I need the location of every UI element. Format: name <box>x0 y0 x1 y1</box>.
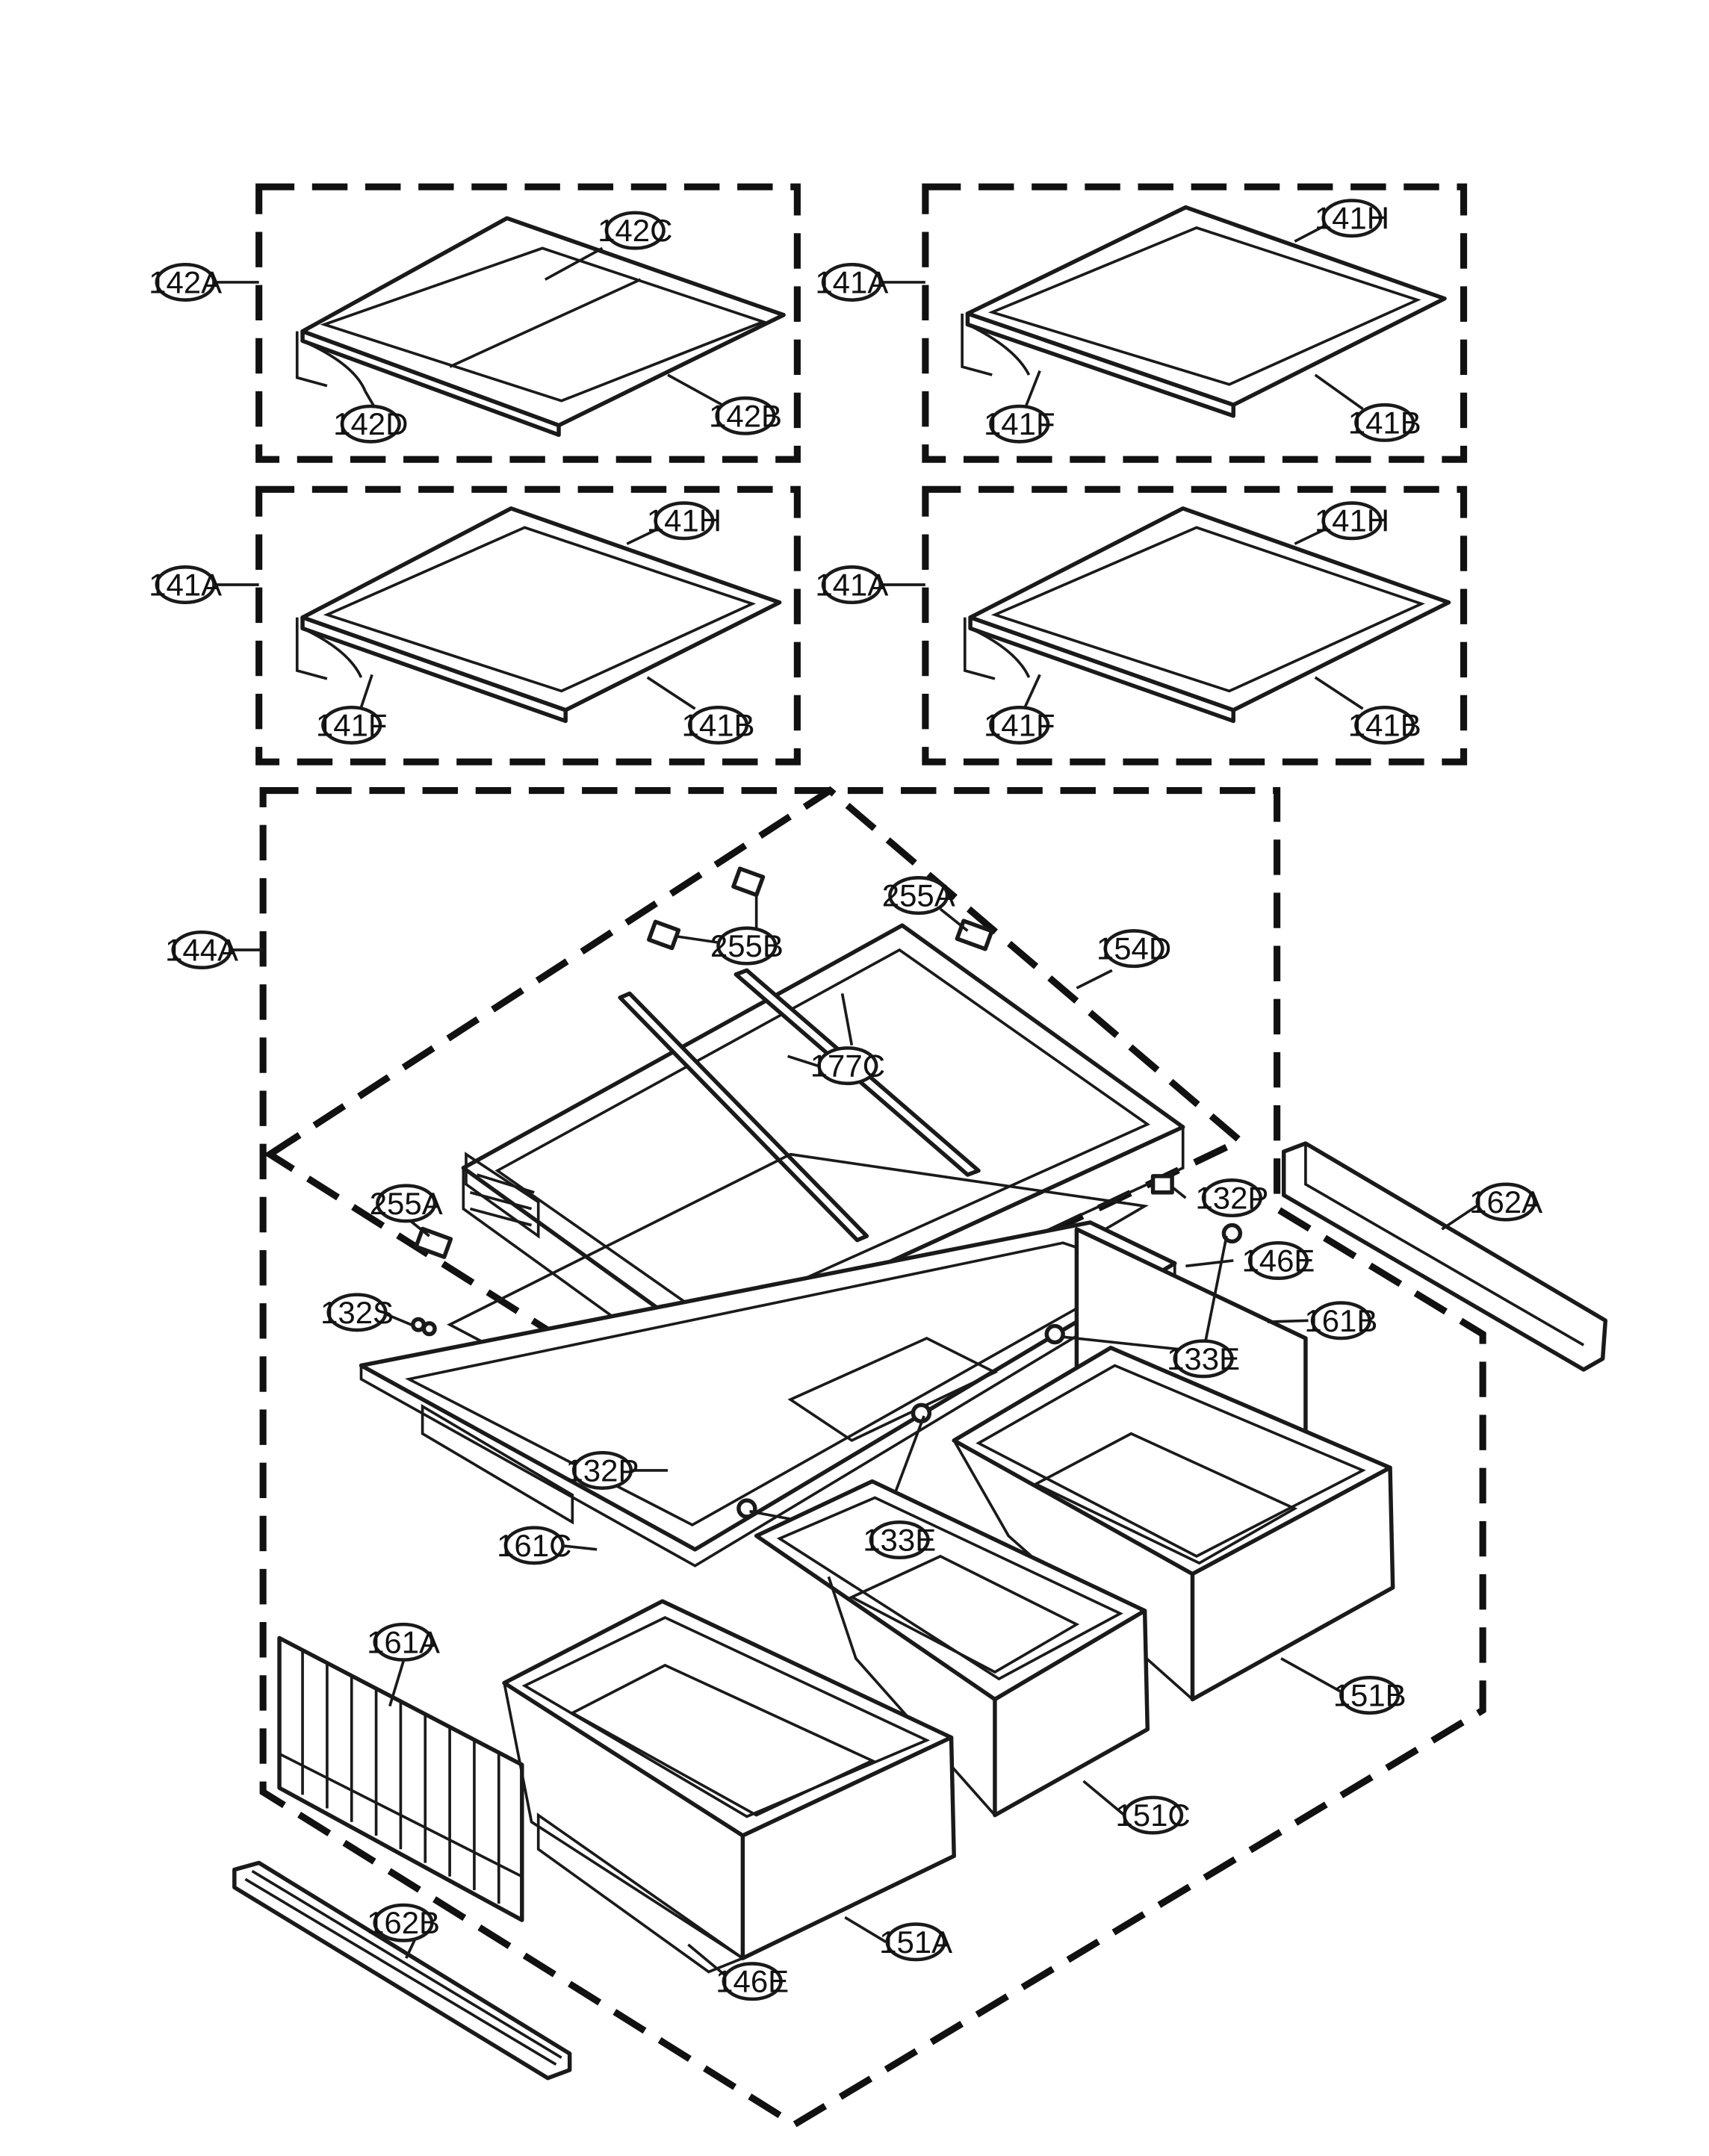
svg-text:141F: 141F <box>984 707 1055 742</box>
svg-text:151A: 151A <box>879 1924 952 1960</box>
callout-151a: 151A <box>879 1922 952 1962</box>
callout-162b: 162B <box>367 1903 440 1942</box>
callout-141f-3: 141F <box>984 705 1055 745</box>
callout-132s: 132S <box>320 1293 394 1332</box>
crisper-assembly-144a <box>232 786 1486 2129</box>
callout-133e-2: 133E <box>863 1520 936 1560</box>
callout-255a-1: 255A <box>882 876 955 916</box>
callout-142a: 142A <box>149 262 222 302</box>
callout-146e-2: 146E <box>716 1962 789 2001</box>
callout-141b-3: 141B <box>1348 705 1421 745</box>
callout-162a: 162A <box>1469 1182 1542 1222</box>
shelf-141a-group-middle-right <box>878 485 1468 765</box>
svg-text:255A: 255A <box>370 1186 443 1221</box>
svg-text:151B: 151B <box>1333 1678 1406 1713</box>
svg-text:255B: 255B <box>710 928 784 963</box>
callout-142d: 142D <box>333 404 408 444</box>
svg-text:162B: 162B <box>367 1905 440 1940</box>
callout-132p-1: 132P <box>1195 1178 1268 1218</box>
svg-text:141B: 141B <box>682 707 755 742</box>
callout-255a-2: 255A <box>370 1184 443 1223</box>
callout-labels: 142A 142C 142D 142B 141A 141H 141F 141B … <box>149 199 1542 2001</box>
callout-141b-2: 141B <box>682 705 755 745</box>
svg-text:142D: 142D <box>333 406 408 441</box>
callout-141h-1: 141H <box>1315 199 1389 238</box>
callout-141f-1: 141F <box>984 404 1055 444</box>
callout-146e-1: 146E <box>1241 1240 1315 1280</box>
svg-text:141A: 141A <box>815 568 888 603</box>
svg-text:141F: 141F <box>316 707 388 742</box>
svg-text:141B: 141B <box>1348 405 1421 440</box>
svg-text:141A: 141A <box>815 264 888 299</box>
callout-255b: 255B <box>710 926 784 966</box>
svg-text:142A: 142A <box>149 264 222 299</box>
callout-161a: 161A <box>367 1622 440 1662</box>
svg-text:133E: 133E <box>1167 1341 1240 1376</box>
svg-text:255A: 255A <box>882 878 955 913</box>
svg-text:141B: 141B <box>1348 707 1421 742</box>
rail-162b <box>232 1860 572 2081</box>
callout-141b-1: 141B <box>1348 403 1421 442</box>
svg-text:141A: 141A <box>149 568 222 603</box>
callout-141f-2: 141F <box>316 705 388 745</box>
svg-text:132S: 132S <box>320 1295 394 1330</box>
callout-132p-2: 132P <box>565 1450 639 1490</box>
svg-text:146E: 146E <box>716 1964 789 1999</box>
svg-text:141H: 141H <box>1315 201 1389 236</box>
callout-141a-3: 141A <box>815 565 888 605</box>
svg-text:161B: 161B <box>1304 1303 1377 1338</box>
callout-141h-2: 141H <box>647 501 722 541</box>
svg-text:141H: 141H <box>1315 503 1389 538</box>
svg-text:142C: 142C <box>598 213 672 248</box>
svg-text:141F: 141F <box>984 406 1055 441</box>
svg-text:142B: 142B <box>709 398 782 433</box>
svg-text:177C: 177C <box>810 1049 885 1084</box>
callout-177c: 177C <box>810 1046 885 1086</box>
callout-141a-2: 141A <box>149 565 222 605</box>
callout-161b: 161B <box>1304 1301 1377 1340</box>
svg-text:161A: 161A <box>367 1624 440 1659</box>
shelf-141a-group-middle-left <box>211 485 801 765</box>
svg-text:154D: 154D <box>1097 931 1171 966</box>
svg-text:146E: 146E <box>1241 1243 1315 1278</box>
callout-161c: 161C <box>497 1526 571 1565</box>
callout-133e-1: 133E <box>1167 1339 1240 1379</box>
callout-144a: 144A <box>165 930 238 969</box>
callout-154d: 154D <box>1097 929 1171 969</box>
callout-151c: 151C <box>1115 1795 1191 1835</box>
svg-text:162A: 162A <box>1469 1184 1542 1220</box>
shelf-142a-group <box>211 183 801 463</box>
svg-text:132P: 132P <box>565 1453 639 1488</box>
callout-141a-1: 141A <box>815 262 888 302</box>
callout-142c: 142C <box>598 211 672 250</box>
svg-text:133E: 133E <box>863 1523 936 1558</box>
callout-142b: 142B <box>709 396 782 435</box>
svg-text:132P: 132P <box>1195 1181 1268 1216</box>
svg-text:141H: 141H <box>647 503 722 538</box>
svg-text:161C: 161C <box>497 1528 571 1563</box>
svg-text:151C: 151C <box>1115 1798 1190 1833</box>
rail-162a <box>1282 1141 1608 1372</box>
shelf-141a-group-top-right <box>878 183 1468 463</box>
svg-text:144A: 144A <box>165 932 238 967</box>
callout-141h-3: 141H <box>1315 501 1389 541</box>
callout-151b: 151B <box>1333 1676 1406 1715</box>
